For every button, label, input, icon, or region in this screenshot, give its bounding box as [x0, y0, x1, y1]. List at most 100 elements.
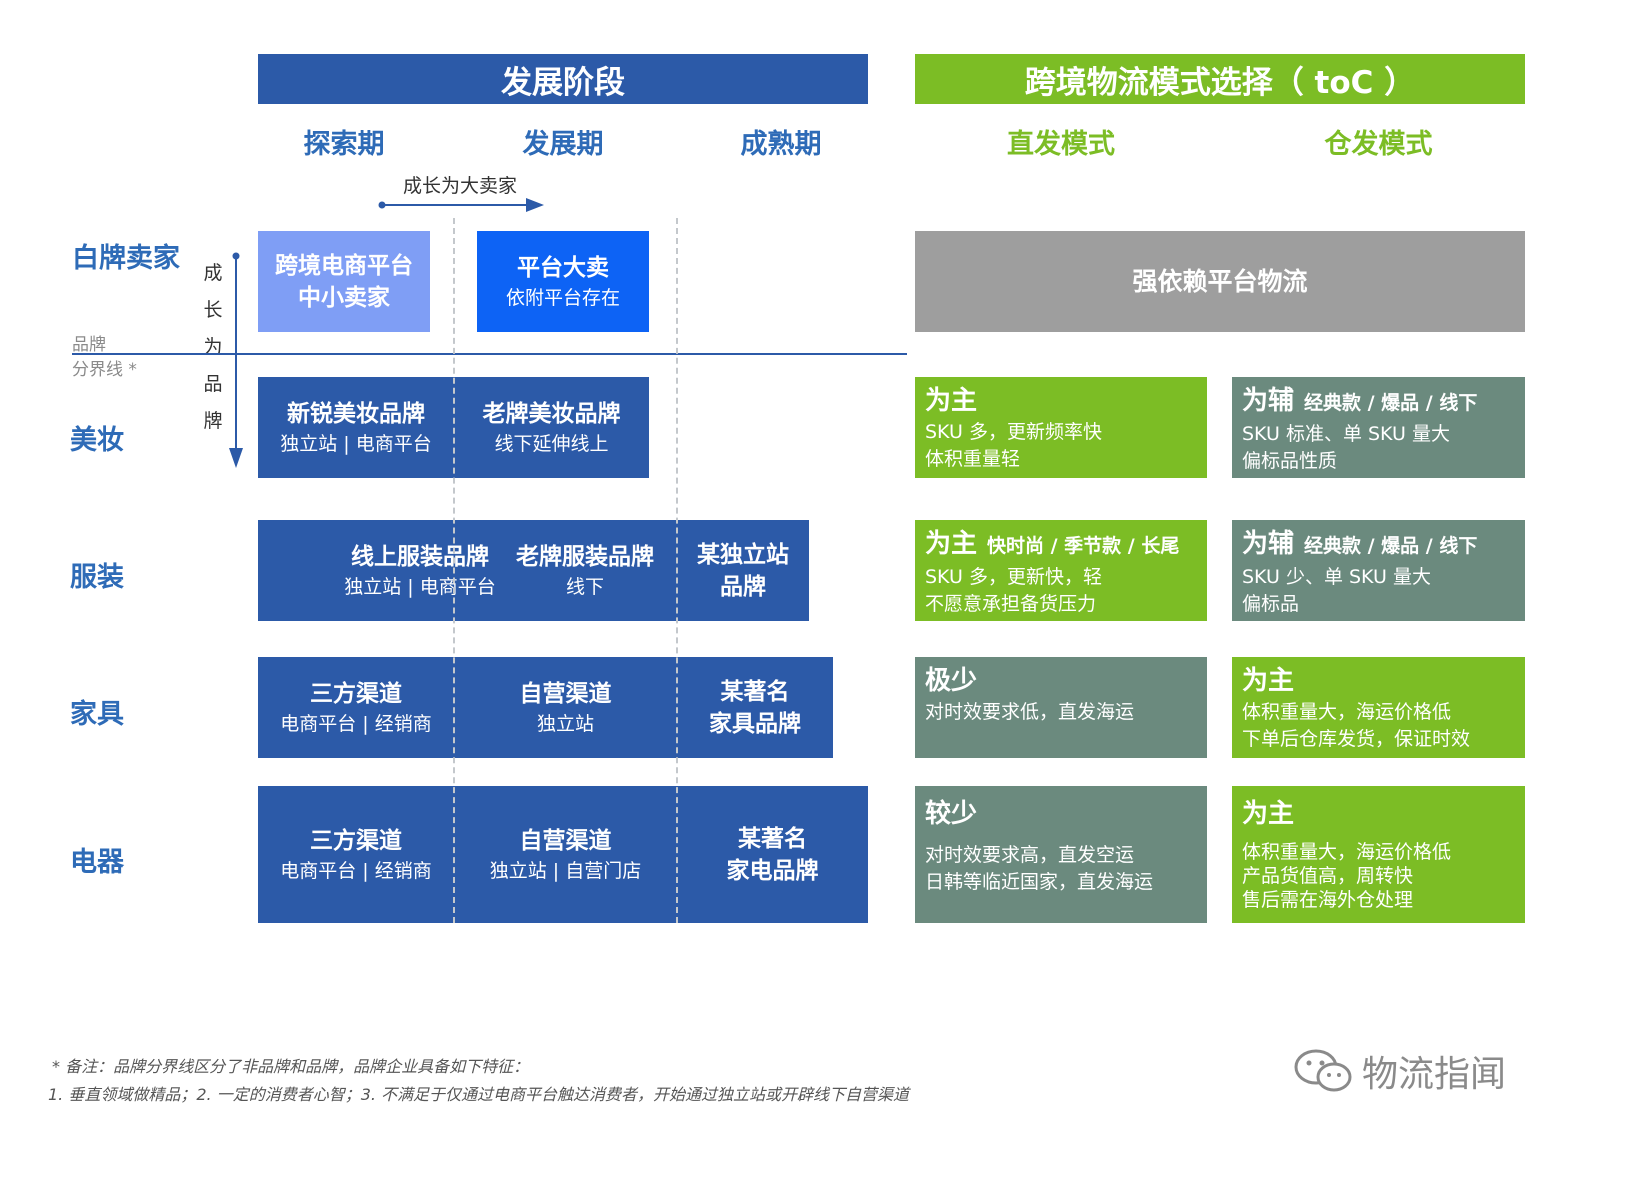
box-title: 三方渠道: [310, 827, 402, 854]
box-title: 强依赖平台物流: [1132, 266, 1308, 296]
box-title: 三方渠道: [310, 680, 402, 707]
box-title: 家电品牌: [726, 857, 819, 884]
beauty-new-brand: 新锐美妆品牌 独立站 | 电商平台: [258, 377, 454, 478]
box-line: 体积重量大，海运价格低: [1242, 841, 1452, 863]
box-title: 线上服装品牌: [351, 543, 489, 570]
box-title: 某著名: [738, 825, 807, 852]
header-logistics: 跨境物流模式选择（ toC ）: [915, 54, 1525, 104]
box-title: 为主: [1242, 799, 1295, 829]
furniture-warehouse: 为主 体积重量大，海运价格低 下单后仓库发货，保证时效: [1232, 657, 1525, 758]
appliance-self-run: 自营渠道 独立站 | 自营门店: [454, 786, 677, 923]
box-title: 某独立站: [697, 541, 789, 568]
growth-arrow-label: 成长为大卖家: [402, 175, 517, 197]
box-line: 产品货值高，周转快: [1242, 865, 1414, 887]
box-note: 快时尚 / 季节款 / 长尾: [987, 535, 1180, 557]
box-line: 体积重量轻: [925, 448, 1021, 470]
box-line: 体积重量大，海运价格低: [1242, 701, 1452, 723]
col-explore: 探索期: [303, 129, 385, 160]
box-title: 老牌美妆品牌: [482, 400, 621, 427]
apparel-bar: [258, 520, 809, 621]
box-note: 经典款 / 爆品 / 线下: [1304, 535, 1478, 557]
apparel-online-brand: 线上服装品牌 独立站 | 电商平台: [330, 520, 510, 621]
appliance-direct: 较少 对时效要求高，直发空运 日韩等临近国家，直发海运: [915, 786, 1207, 923]
box-sub: 电商平台 | 经销商: [280, 712, 432, 735]
footnote-line-1: * 备注：品牌分界线区分了非品牌和品牌，品牌企业具备如下特征：: [52, 1057, 530, 1076]
row-label-apparel: 服装: [70, 562, 124, 593]
header-stage: 发展阶段: [258, 54, 868, 104]
boundary-label-line: 分界线 *: [72, 360, 137, 380]
box-title: 为主: [1242, 666, 1295, 696]
box-title: 为主: [925, 386, 978, 416]
footnote-line-2: 1. 垂直领域做精品；2. 一定的消费者心智；3. 不满足于仅通过电商平台触达消…: [48, 1085, 910, 1104]
box-sub: 独立站: [536, 712, 594, 735]
box-title: 为辅: [1242, 529, 1295, 559]
col-warehouse: 仓发模式: [1324, 129, 1433, 160]
col-mature: 成熟期: [740, 129, 822, 160]
furniture-self-run: 自营渠道 独立站: [454, 657, 677, 758]
apparel-dtc-brand: 某独立站 品牌: [677, 520, 809, 621]
appliance-warehouse: 为主 体积重量大，海运价格低 产品货值高，周转快 售后需在海外仓处理: [1232, 786, 1525, 923]
box-line: SKU 标准、单 SKU 量大: [1242, 423, 1450, 445]
white-big-seller: 平台大卖 依附平台存在: [477, 231, 649, 332]
beauty-warehouse: 为辅经典款 / 爆品 / 线下 SKU 标准、单 SKU 量大 偏标品性质: [1232, 377, 1525, 478]
box-title: 极少: [925, 666, 978, 696]
apparel-direct: 为主快时尚 / 季节款 / 长尾 SKU 多，更新快，轻 不愿意承担备货压力: [915, 520, 1207, 621]
furniture-famous-brand: 某著名 家具品牌: [677, 657, 833, 758]
box-title: 某著名: [720, 678, 790, 705]
wechat-icon: [1294, 1049, 1352, 1092]
apparel-old-brand: 老牌服装品牌 线下: [505, 520, 665, 621]
box-line: SKU 多，更新频率快: [925, 421, 1102, 443]
box-title: 家具品牌: [709, 710, 801, 737]
box-line: 对时效要求低，直发海运: [925, 701, 1135, 723]
box-line: 不愿意承担备货压力: [925, 593, 1097, 615]
box-sub: 电商平台 | 经销商: [280, 859, 432, 882]
box-line: 售后需在海外仓处理: [1242, 889, 1414, 911]
box-title: 品牌: [720, 573, 766, 600]
watermark-text: 物流指闻: [1362, 1054, 1507, 1095]
furniture-bar: [258, 657, 833, 758]
watermark: 物流指闻: [1292, 1045, 1506, 1097]
vertical-char: 品: [203, 373, 223, 395]
box-title: 老牌服装品牌: [516, 543, 654, 570]
vertical-char: 牌: [203, 410, 223, 432]
vertical-char: 成: [203, 262, 223, 284]
white-small-seller: 跨境电商平台 中小卖家: [258, 231, 430, 332]
apparel-warehouse: 为辅经典款 / 爆品 / 线下 SKU 少、单 SKU 量大 偏标品: [1232, 520, 1525, 621]
brand-growth-label: 成 长 为 品 牌: [200, 255, 226, 440]
row-label-beauty: 美妆: [70, 425, 124, 456]
box-sub: 依附平台存在: [505, 286, 620, 309]
box-sub: 独立站 | 自营门店: [489, 859, 642, 882]
box-line: 下单后仓库发货，保证时效: [1242, 728, 1471, 750]
box-sub: 独立站 | 电商平台: [344, 575, 496, 598]
box-title: 较少: [925, 799, 978, 829]
furniture-third-party: 三方渠道 电商平台 | 经销商: [258, 657, 454, 758]
stage-divider-2: [676, 218, 678, 923]
beauty-direct: 为主 SKU 多，更新频率快 体积重量轻: [915, 377, 1207, 478]
brand-boundary-line: [72, 353, 907, 355]
box-line: SKU 多，更新快，轻: [925, 566, 1102, 588]
vertical-char: 为: [203, 336, 223, 358]
box-line: 日韩等临近国家，直发海运: [925, 871, 1154, 893]
box-title: 中小卖家: [298, 284, 390, 311]
box-title: 新锐美妆品牌: [287, 400, 425, 427]
box-note: 经典款 / 爆品 / 线下: [1304, 392, 1478, 414]
brand-growth-arrow: [229, 252, 243, 468]
box-title: 为主: [925, 529, 978, 559]
box-title: 自营渠道: [519, 680, 612, 707]
white-logistics: 强依赖平台物流: [915, 231, 1525, 332]
col-direct: 直发模式: [1007, 129, 1115, 160]
beauty-old-brand: 老牌美妆品牌 线下延伸线上: [454, 377, 649, 478]
box-title: 平台大卖: [517, 254, 609, 281]
box-title: 为辅: [1242, 386, 1295, 416]
stage-divider-1: [453, 218, 455, 923]
appliance-bar: [258, 786, 868, 923]
box-line: SKU 少、单 SKU 量大: [1242, 566, 1431, 588]
box-title: 自营渠道: [519, 827, 612, 854]
box-title: 跨境电商平台: [275, 252, 413, 279]
row-label-white: 白牌卖家: [72, 243, 180, 274]
box-line: 偏标品: [1242, 593, 1300, 615]
col-develop: 发展期: [522, 129, 604, 160]
growth-arrow: [378, 198, 544, 212]
row-label-furniture: 家具: [70, 699, 124, 730]
vertical-char: 长: [203, 299, 223, 321]
